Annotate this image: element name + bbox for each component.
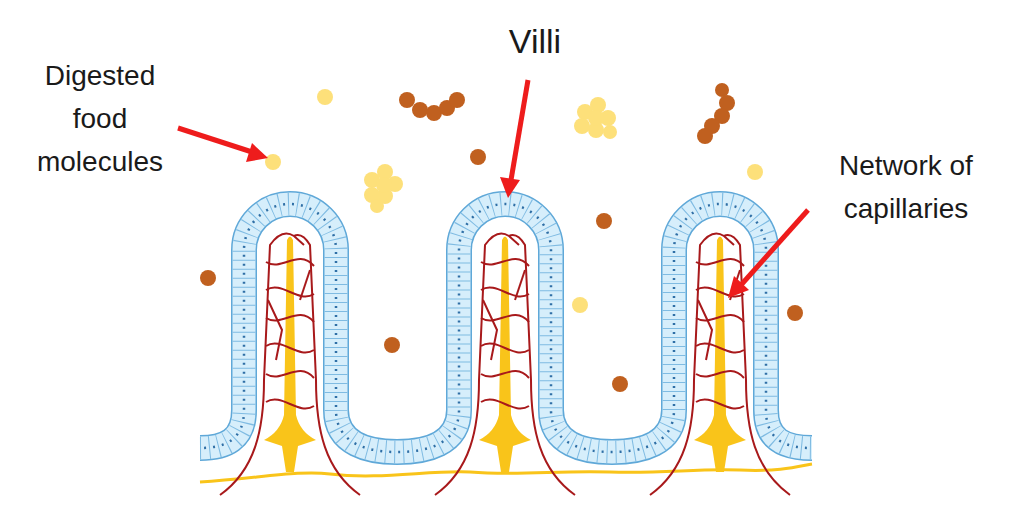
- capillary: [481, 259, 529, 266]
- food-molecules: [449, 92, 465, 108]
- food-molecules: [612, 376, 628, 392]
- lacteal: [694, 237, 746, 473]
- capillary: [300, 270, 310, 300]
- leader-arrows: [178, 80, 808, 298]
- food-molecules: [572, 297, 588, 313]
- capillary: [481, 344, 529, 353]
- capillary: [266, 371, 314, 378]
- food-molecules: [200, 83, 803, 392]
- food-molecules: [200, 270, 216, 286]
- callout-label: Network of capillaries: [808, 144, 1004, 230]
- callout-label: Digested food molecules: [20, 54, 180, 183]
- food-molecules: [588, 110, 604, 126]
- food-molecules: [265, 154, 281, 170]
- capillary: [698, 300, 712, 360]
- capillary: [696, 259, 744, 266]
- vessels: [220, 233, 790, 495]
- food-molecules: [596, 213, 612, 229]
- capillary: [294, 235, 360, 495]
- leader-arrows: [728, 276, 749, 298]
- capillary: [220, 233, 304, 495]
- food-molecules: [376, 177, 392, 193]
- capillary: [266, 400, 314, 409]
- callout-label: Villi: [455, 18, 615, 64]
- lacteal: [264, 237, 316, 473]
- capillary: [481, 288, 529, 297]
- food-molecules: [399, 92, 415, 108]
- food-molecules: [265, 89, 763, 313]
- food-molecules: [697, 128, 713, 144]
- capillary: [266, 288, 314, 297]
- food-molecules: [370, 199, 384, 213]
- leader-arrows: [246, 143, 268, 162]
- food-molecules: [384, 337, 400, 353]
- food-molecules: [574, 118, 590, 134]
- capillary: [266, 315, 314, 322]
- capillary: [481, 400, 529, 409]
- capillary: [266, 344, 314, 353]
- capillary: [515, 270, 525, 300]
- capillary: [266, 259, 314, 266]
- leader-arrows: [178, 128, 252, 152]
- food-molecules: [747, 164, 763, 180]
- capillary: [696, 315, 744, 322]
- lacteal: [479, 237, 531, 473]
- food-molecules: [715, 83, 729, 97]
- capillary: [268, 300, 282, 360]
- leader-arrows: [500, 177, 520, 198]
- food-molecules: [200, 83, 803, 392]
- food-molecules: [787, 305, 803, 321]
- food-molecules: [317, 89, 333, 105]
- capillary: [724, 235, 790, 495]
- capillary: [481, 315, 529, 322]
- capillary: [509, 235, 575, 495]
- food-molecules: [470, 149, 486, 165]
- capillary: [696, 400, 744, 409]
- food-molecules: [603, 125, 617, 139]
- capillary: [696, 371, 744, 378]
- capillary: [435, 233, 519, 495]
- capillary: [481, 371, 529, 378]
- leader-arrows: [741, 210, 808, 285]
- capillary: [696, 344, 744, 353]
- capillary: [650, 233, 734, 495]
- capillary: [483, 300, 497, 360]
- leader-arrows: [511, 80, 528, 180]
- food-molecules: [412, 102, 428, 118]
